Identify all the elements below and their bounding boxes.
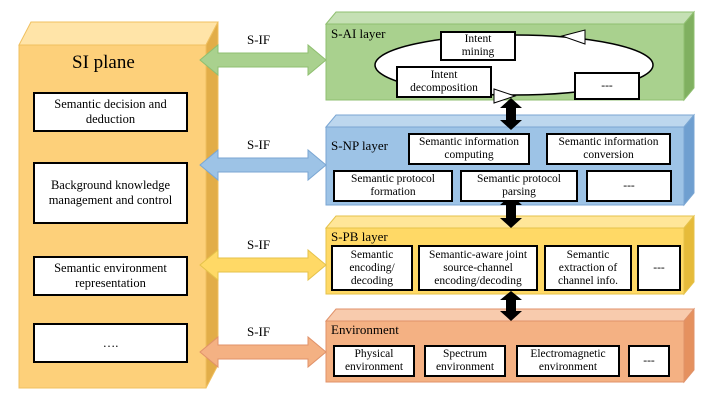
sif-arrow-3 [199, 248, 327, 282]
sai-item-intent-mining: Intent mining [440, 31, 516, 61]
si-item-environment: Semantic environment representation [33, 256, 188, 296]
spb-layer-title: S-PB layer [331, 229, 388, 244]
sif-label-1: S-IF [247, 32, 271, 47]
sif-arrow-1 [199, 43, 327, 77]
snp-item-more: --- [586, 170, 672, 202]
sif-arrow-4 [199, 335, 327, 369]
si-item-knowledge: Background knowledge management and cont… [33, 162, 188, 224]
snp-item-conversion: Semantic information conversion [546, 133, 671, 165]
sif-label-3: S-IF [247, 237, 271, 252]
sai-item-intent-decomposition: Intent decomposition [396, 66, 492, 98]
si-item-more: …. [33, 323, 188, 363]
env-item-more: --- [628, 345, 670, 377]
snp-item-computing: Semantic information computing [408, 133, 530, 165]
sif-label-4: S-IF [247, 324, 271, 339]
env-item-electromagnetic: Electromagnetic environment [516, 345, 620, 377]
spb-item-more: --- [637, 245, 681, 291]
snp-layer-title: S-NP layer [331, 138, 388, 153]
snp-item-formation: Semantic protocol formation [333, 170, 453, 202]
sai-layer-title: S-AI layer [331, 26, 386, 41]
env-item-spectrum: Spectrum environment [424, 345, 506, 377]
spb-item-extraction: Semantic extraction of channel info. [544, 245, 632, 291]
vertical-arrow-ai-np [500, 98, 522, 130]
sif-label-2: S-IF [247, 137, 271, 152]
snp-item-parsing: Semantic protocol parsing [460, 170, 578, 202]
si-item-decision: Semantic decision and deduction [33, 92, 188, 132]
environment-layer-title: Environment [331, 322, 399, 337]
sai-item-more: --- [574, 72, 640, 100]
vertical-arrow-np-pb [500, 195, 522, 228]
vertical-arrow-pb-env [500, 291, 522, 321]
spb-item-jscc: Semantic-aware joint source-channel enco… [418, 245, 538, 291]
si-plane-title: SI plane [72, 52, 135, 73]
spb-item-encoding: Semantic encoding/ decoding [331, 245, 413, 291]
sif-arrow-2 [199, 148, 327, 182]
env-item-physical: Physical environment [333, 345, 415, 377]
